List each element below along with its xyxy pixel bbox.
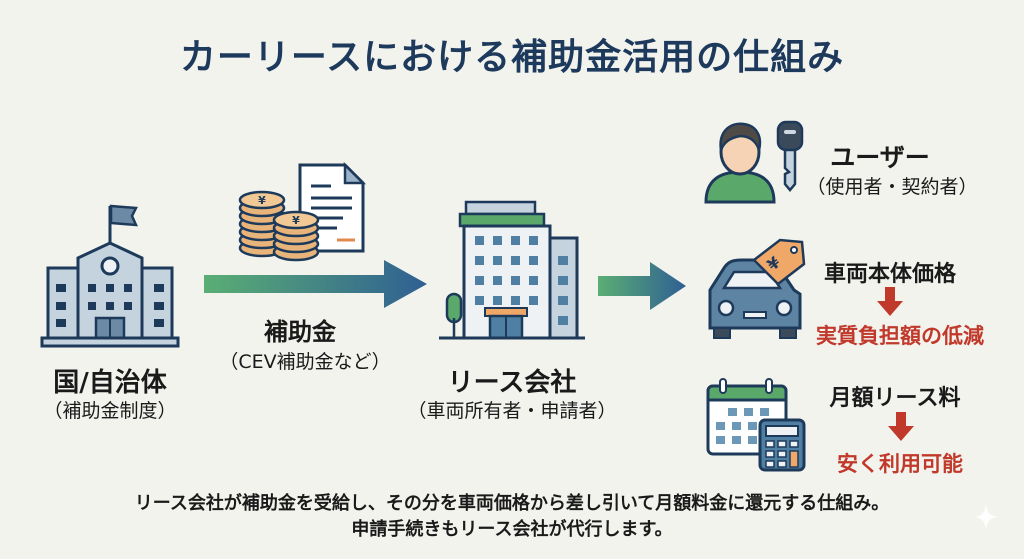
- car-price-tag-icon: ¥: [708, 238, 806, 339]
- vehicle-price-label: 車両本体価格: [823, 262, 956, 287]
- monthly-lease-label: 月額リース料: [829, 386, 961, 411]
- lease-company-sub-label: （車両所有者・申請者）: [407, 400, 617, 422]
- yen-symbol: ¥: [292, 214, 300, 227]
- down-arrow-icon: [877, 287, 903, 316]
- arrow-right-icon: [598, 262, 686, 310]
- office-building-icon: [439, 200, 585, 340]
- yen-coins-icon: ¥ ¥: [238, 190, 320, 262]
- car-key-icon: [776, 120, 804, 192]
- down-arrow-icon: [888, 412, 914, 441]
- lease-company-label: リース会社: [447, 368, 577, 398]
- footer-line-1: リース会社が補助金を受給し、その分を車両価格から差し引いて月額料金に還元する仕組…: [134, 493, 890, 514]
- government-sub-label: （補助金制度）: [43, 400, 177, 422]
- footer-line-2: 申請手続きもリース会社が代行します。: [351, 519, 673, 540]
- sparkle-icon: [975, 503, 997, 531]
- vehicle-price-result: 実質負担額の低減: [816, 324, 984, 348]
- calendar-calculator-icon: [706, 378, 806, 472]
- government-label: 国/自治体: [53, 368, 167, 398]
- arrow-right-icon: [204, 260, 427, 308]
- government-building-icon: [40, 204, 180, 348]
- subsidy-sub-label: （CEV補助金など）: [219, 351, 391, 373]
- user-label: ユーザー: [830, 143, 930, 172]
- page-title: カーリースにおける補助金活用の仕組み: [179, 37, 845, 78]
- monthly-lease-result: 安く利用可能: [837, 452, 963, 476]
- footer-description: リース会社が補助金を受給し、その分を車両価格から差し引いて月額料金に還元する仕組…: [0, 491, 1024, 543]
- yen-symbol: ¥: [258, 194, 266, 207]
- person-icon: [704, 122, 776, 204]
- user-sub-label: （使用者・契約者）: [806, 176, 978, 198]
- subsidy-label: 補助金: [264, 318, 336, 346]
